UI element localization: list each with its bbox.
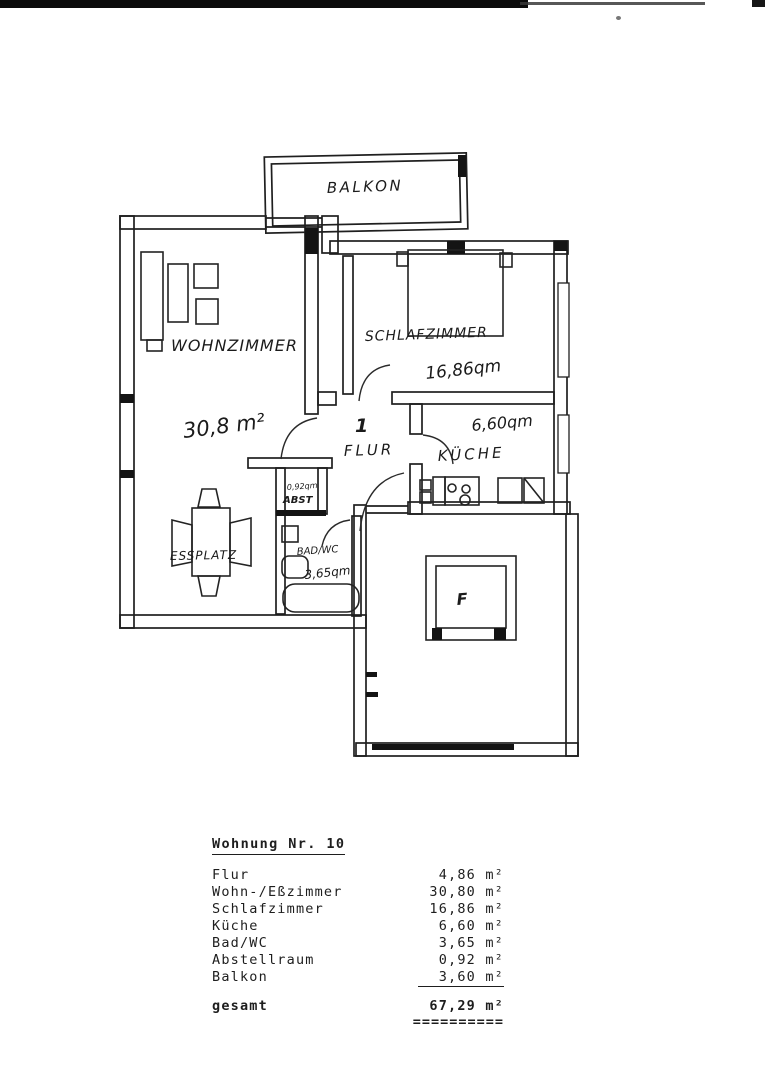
- row-value: 3,65 m²: [438, 935, 504, 951]
- label-hall-number: 1: [355, 415, 368, 437]
- label-living-room: WOHNZIMMER: [171, 336, 298, 355]
- table-row: Küche 6,60 m²: [212, 918, 504, 935]
- summary-table: Wohnung Nr. 10 Flur 4,86 m² Wohn-/Eßzimm…: [212, 836, 504, 1030]
- total-label: gesamt: [212, 998, 268, 1014]
- scan-artifact-top-line: [520, 2, 705, 5]
- table-row: Bad/WC 3,65 m²: [212, 935, 504, 952]
- row-value: 3,60 m²: [418, 969, 504, 987]
- dining-set: [171, 488, 252, 597]
- scan-artifact-top-bar: [0, 0, 528, 8]
- scan-artifact-speck: [616, 16, 621, 20]
- label-storage-area: 0,92qm: [287, 481, 318, 492]
- table-row: Flur 4,86 m²: [212, 867, 504, 884]
- row-label: Balkon: [212, 969, 268, 985]
- row-value: 4,86 m²: [438, 867, 504, 883]
- scan-artifact-corner-mark: [752, 0, 765, 7]
- door-living-to-hall: [280, 417, 318, 460]
- summary-title: Wohnung Nr. 10: [212, 836, 346, 855]
- furniture: [140, 249, 545, 641]
- wall-fills: [120, 155, 567, 750]
- label-bath-area: 3,65qm: [304, 563, 351, 582]
- elevator-shaft: [425, 555, 517, 641]
- table-row: Wohn-/Eßzimmer 30,80 m²: [212, 884, 504, 901]
- windows: [557, 282, 570, 474]
- label-balcony: BALKON: [327, 176, 404, 197]
- row-label: Schlafzimmer: [212, 901, 324, 917]
- label-storage: ABST: [282, 495, 314, 506]
- door-arcs: [280, 364, 454, 547]
- row-value: 0,92 m²: [438, 952, 504, 968]
- total-row: gesamt 67,29 m² ==========: [212, 998, 504, 1030]
- door-entry: [359, 472, 405, 532]
- door-hall-to-bedroom: [358, 364, 391, 402]
- label-bath: BAD/WC: [296, 544, 338, 558]
- table-row: Abstellraum 0,92 m²: [212, 952, 504, 969]
- label-hall: FLUR: [344, 440, 395, 460]
- bath-fixtures: [281, 525, 360, 613]
- row-value: 30,80 m²: [429, 884, 504, 900]
- label-kitchen-area: 6,60qm: [471, 411, 534, 435]
- label-bedroom: SCHLAFZIMMER: [365, 325, 489, 345]
- row-value: 6,60 m²: [438, 918, 504, 934]
- row-label: Wohn-/Eßzimmer: [212, 884, 343, 900]
- row-value: 16,86 m²: [429, 901, 504, 917]
- total-rule: ==========: [412, 1014, 504, 1030]
- label-elevator: F: [456, 589, 468, 609]
- balcony-walls: [263, 152, 469, 234]
- sofa: [140, 251, 164, 352]
- bed: [396, 249, 513, 337]
- door-hall-to-kitchen: [422, 434, 454, 465]
- row-label: Abstellraum: [212, 952, 315, 968]
- label-bedroom-area: 16,86qm: [424, 356, 502, 384]
- label-kitchen: KÜCHE: [437, 443, 505, 465]
- total-value: 67,29 m²: [429, 998, 504, 1014]
- table-row: Schlafzimmer 16,86 m²: [212, 901, 504, 918]
- label-living-room-area: 30,8 m²: [182, 409, 267, 443]
- door-bath: [321, 519, 351, 547]
- label-dining: ESSPLATZ: [170, 548, 237, 563]
- row-label: Flur: [212, 867, 250, 883]
- shelf-and-chairs: [167, 263, 219, 325]
- kitchen-counter: [419, 476, 545, 506]
- row-label: Küche: [212, 918, 259, 934]
- row-label: Bad/WC: [212, 935, 268, 951]
- table-row: Balkon 3,60 m²: [212, 969, 504, 987]
